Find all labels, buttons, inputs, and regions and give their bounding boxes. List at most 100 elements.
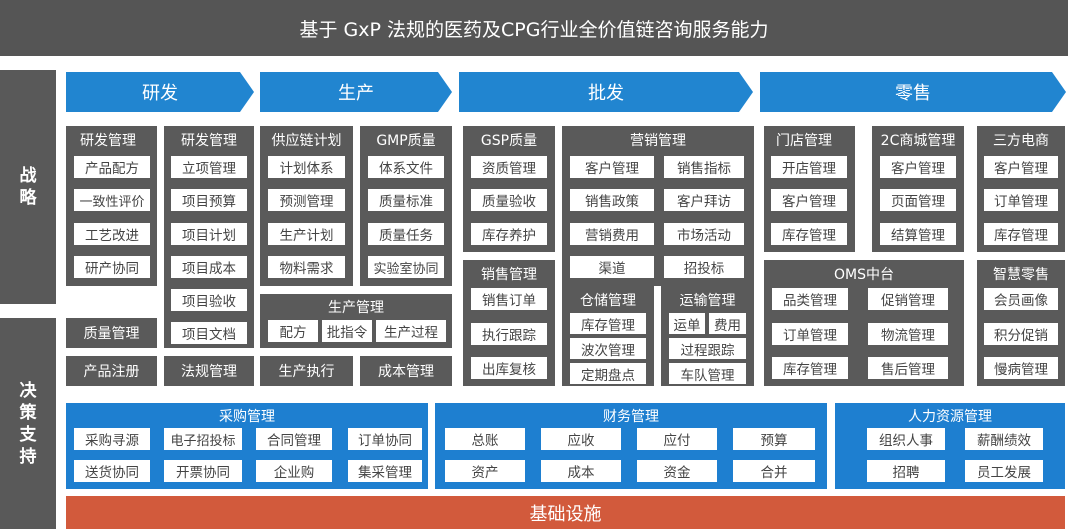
list-item: 促销管理 xyxy=(868,288,948,310)
list-item: 销售指标 xyxy=(664,156,744,178)
list-item: 合同管理 xyxy=(256,428,332,450)
regulation-management-box: 法规管理 xyxy=(164,356,254,386)
list-item: 客户管理 xyxy=(570,156,654,178)
finance-management-panel: 财务管理 总账 应收 应付 预算 资产 成本 资金 合并 xyxy=(435,403,827,489)
warehouse-management-panel: 仓储管理 库存管理 波次管理 定期盘点 xyxy=(562,286,654,386)
stage-wholesale-arrow: 批发 xyxy=(459,72,753,112)
list-item: 电子招投标 xyxy=(164,428,242,450)
list-item: 库存管理 xyxy=(984,223,1058,245)
store-management-panel: 门店管理 开店管理 客户管理 库存管理 xyxy=(764,126,855,252)
strategy-label: 战略 xyxy=(0,70,56,304)
list-item: 成本 xyxy=(541,460,621,482)
list-item: 资金 xyxy=(637,460,717,482)
list-item: 渠道 xyxy=(570,256,654,278)
panel-title: 运输管理 xyxy=(679,293,736,309)
list-item: 订单管理 xyxy=(984,189,1058,211)
infrastructure-bar: 基础设施 xyxy=(66,496,1065,529)
list-item: 物料需求 xyxy=(268,256,345,278)
panel-title: 2C商城管理 xyxy=(880,133,956,149)
gmp-quality-panel: GMP质量 体系文件 质量标准 质量任务 实验室协同 xyxy=(360,126,452,286)
quality-management-box: 质量管理 xyxy=(66,318,157,348)
rd-management-panel-1: 研发管理 产品配方 一致性评价 工艺改进 研产协同 xyxy=(66,126,157,286)
panel-title: 门店管理 xyxy=(776,133,832,149)
panel-title: GSP质量 xyxy=(480,133,538,149)
list-item: 质量标准 xyxy=(368,189,444,211)
list-item: 出库复核 xyxy=(471,357,547,379)
panel-title: 采购管理 xyxy=(219,409,275,425)
hr-management-panel: 人力资源管理 组织人事 薪酬绩效 招聘 员工发展 xyxy=(835,403,1065,489)
list-item: 配方 xyxy=(268,320,318,342)
list-item: 开店管理 xyxy=(771,156,847,178)
oms-panel: OMS中台 品类管理 促销管理 订单管理 物流管理 库存管理 售后管理 xyxy=(764,260,964,386)
list-item: 库存养护 xyxy=(471,223,547,245)
list-item: 预算 xyxy=(733,428,815,450)
transport-management-panel: 运输管理 运单 费用 过程跟踪 车队管理 xyxy=(661,286,754,386)
list-item: 应收 xyxy=(541,428,621,450)
list-item: 波次管理 xyxy=(570,338,646,359)
list-item: 质量验收 xyxy=(471,189,547,211)
list-item: 营销费用 xyxy=(570,223,654,245)
list-item: 招投标 xyxy=(664,256,744,278)
list-item: 送货协同 xyxy=(74,460,150,482)
list-item: 运单 xyxy=(669,313,705,334)
list-item: 一致性评价 xyxy=(74,189,150,211)
list-item: 客户管理 xyxy=(984,156,1058,178)
mall-2c-panel: 2C商城管理 客户管理 页面管理 结算管理 xyxy=(872,126,964,252)
stage-rd-arrow: 研发 xyxy=(66,72,254,112)
gsp-quality-panel: GSP质量 资质管理 质量验收 库存养护 xyxy=(463,126,555,252)
list-item: 销售订单 xyxy=(471,288,547,310)
sales-management-panel: 销售管理 销售订单 执行跟踪 出库复核 xyxy=(463,260,555,386)
list-item: 客户管理 xyxy=(880,156,956,178)
list-item: 批指令 xyxy=(322,320,372,342)
list-item: 项目验收 xyxy=(171,289,247,311)
panel-title: 研发管理 xyxy=(181,133,237,149)
list-item: 工艺改进 xyxy=(74,223,150,245)
list-item: 销售政策 xyxy=(570,189,654,211)
list-item: 品类管理 xyxy=(772,288,848,310)
list-item: 企业购 xyxy=(256,460,332,482)
list-item: 客户拜访 xyxy=(664,189,744,211)
supply-chain-panel: 供应链计划 计划体系 预测管理 生产计划 物料需求 xyxy=(260,126,353,286)
stage-production-arrow: 生产 xyxy=(260,72,452,112)
list-item: 费用 xyxy=(709,313,746,334)
list-item: 项目计划 xyxy=(171,223,247,245)
list-item: 定期盘点 xyxy=(570,363,646,384)
panel-title: 营销管理 xyxy=(630,133,686,149)
list-item: 库存管理 xyxy=(771,223,847,245)
list-item: 开票协同 xyxy=(164,460,242,482)
panel-title: 生产管理 xyxy=(328,300,384,316)
panel-title: 三方电商 xyxy=(993,133,1049,149)
list-item: 库存管理 xyxy=(772,357,848,379)
list-item: 生产过程 xyxy=(376,320,446,342)
list-item: 预测管理 xyxy=(268,189,345,211)
list-item: 库存管理 xyxy=(570,313,646,334)
product-registration-box: 产品注册 xyxy=(66,356,157,386)
list-item: 采购寻源 xyxy=(74,428,150,450)
panel-title: 供应链计划 xyxy=(271,133,342,149)
list-item: 订单协同 xyxy=(348,428,422,450)
list-item: 项目成本 xyxy=(171,256,247,278)
list-item: 物流管理 xyxy=(868,323,948,345)
list-item: 组织人事 xyxy=(867,428,945,450)
list-item: 积分促销 xyxy=(984,323,1058,345)
list-item: 招聘 xyxy=(867,460,945,482)
list-item: 资质管理 xyxy=(471,156,547,178)
list-item: 售后管理 xyxy=(868,357,948,379)
panel-title: GMP质量 xyxy=(376,133,436,149)
panel-title: 研发管理 xyxy=(80,133,136,149)
list-item: 质量任务 xyxy=(368,223,444,245)
smart-retail-panel: 智慧零售 会员画像 积分促销 慢病管理 xyxy=(977,260,1065,386)
list-item: 员工发展 xyxy=(965,460,1043,482)
stage-retail-arrow: 零售 xyxy=(760,72,1066,112)
panel-title: 财务管理 xyxy=(603,409,659,425)
list-item: 结算管理 xyxy=(880,223,956,245)
list-item: 订单管理 xyxy=(772,323,848,345)
list-item: 计划体系 xyxy=(268,156,345,178)
purchase-management-panel: 采购管理 采购寻源 电子招投标 合同管理 订单协同 送货协同 开票协同 企业购 … xyxy=(66,403,428,489)
list-item: 实验室协同 xyxy=(368,256,444,278)
list-item: 执行跟踪 xyxy=(471,323,547,345)
panel-title: 人力资源管理 xyxy=(908,409,992,425)
list-item: 集采管理 xyxy=(348,460,422,482)
panel-title: 智慧零售 xyxy=(993,267,1049,283)
rd-management-panel-2: 研发管理 立项管理 项目预算 项目计划 项目成本 项目验收 项目文档 xyxy=(164,126,254,348)
